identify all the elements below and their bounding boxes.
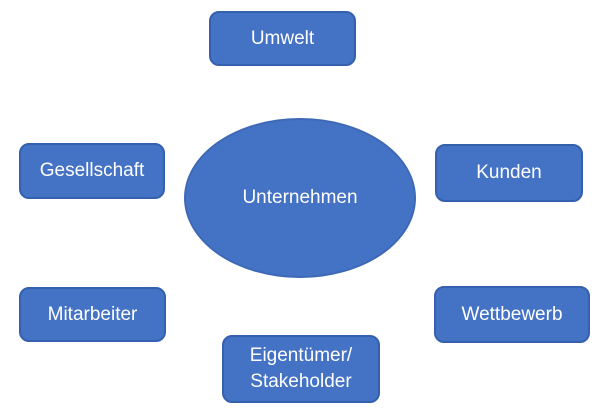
box-mitarbeiter: Mitarbeiter bbox=[19, 287, 166, 342]
box-gesellschaft: Gesellschaft bbox=[19, 143, 165, 199]
box-wettbewerb-label: Wettbewerb bbox=[461, 303, 563, 325]
box-eigentuemer-stakeholder: Eigentümer/ Stakeholder bbox=[222, 335, 380, 403]
center-ellipse-label: Unternehmen bbox=[242, 187, 358, 209]
box-wettbewerb: Wettbewerb bbox=[434, 286, 590, 343]
box-kunden-label: Kunden bbox=[476, 162, 542, 184]
box-umwelt: Umwelt bbox=[209, 11, 356, 66]
box-gesellschaft-label: Gesellschaft bbox=[39, 160, 145, 182]
center-ellipse-unternehmen: Unternehmen bbox=[184, 118, 416, 278]
box-mitarbeiter-label: Mitarbeiter bbox=[47, 303, 138, 325]
box-umwelt-label: Umwelt bbox=[250, 27, 315, 49]
box-eigentuemer-stakeholder-label: Eigentümer/ Stakeholder bbox=[249, 345, 353, 392]
box-kunden: Kunden bbox=[435, 144, 583, 202]
